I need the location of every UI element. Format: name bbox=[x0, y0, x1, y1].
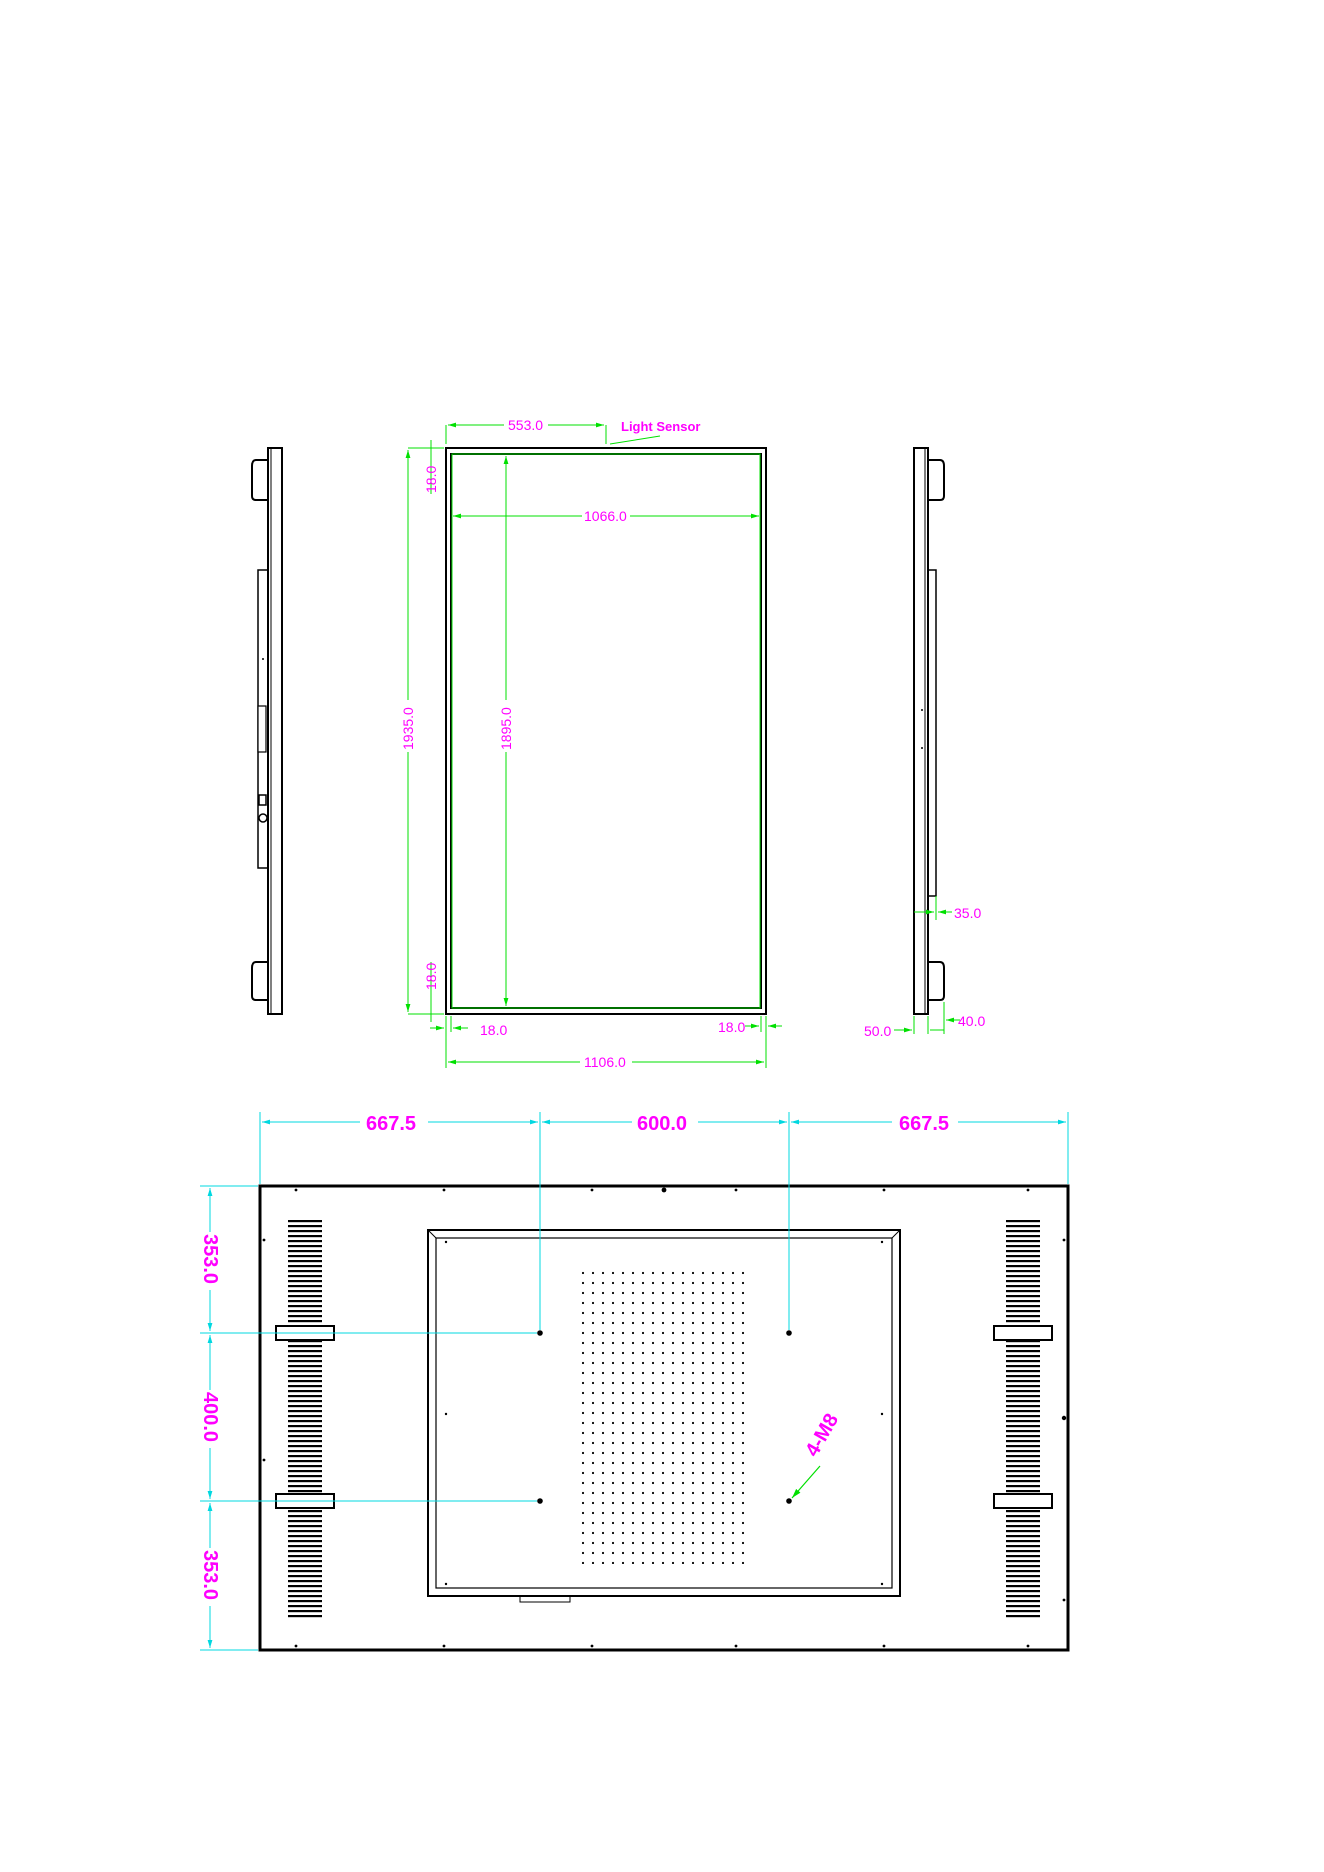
dim-depth-40: 40.0 bbox=[958, 1013, 985, 1029]
dim-overall-height: 1935.0 bbox=[400, 707, 416, 750]
rear-vent-grid bbox=[580, 1270, 748, 1564]
dim-top-margin: 353.0 bbox=[199, 1234, 221, 1284]
dim-active-height: 1895.0 bbox=[498, 707, 514, 750]
dim-vesa-vertical: 400.0 bbox=[199, 1392, 221, 1442]
vesa-hole-top-right bbox=[786, 1330, 792, 1336]
dim-depth-50: 50.0 bbox=[864, 1023, 891, 1039]
screw-label: 4-M8 bbox=[801, 1410, 843, 1460]
right-side-view bbox=[914, 448, 944, 1014]
dim-sensor-offset: 553.0 bbox=[508, 417, 543, 433]
light-sensor-label: Light Sensor bbox=[621, 419, 700, 434]
dim-vesa-horizontal: 600.0 bbox=[637, 1113, 687, 1135]
dim-active-width: 1066.0 bbox=[584, 508, 627, 524]
left-cooling-fins bbox=[288, 1218, 322, 1620]
right-upper-bracket bbox=[994, 1326, 1052, 1340]
vesa-hole-bottom-left bbox=[537, 1498, 543, 1504]
dim-depth-35: 35.0 bbox=[954, 905, 981, 921]
right-lower-bracket bbox=[994, 1494, 1052, 1508]
dim-left-margin: 667.5 bbox=[366, 1113, 416, 1135]
dim-bottom-bezel: 18.0 bbox=[423, 963, 439, 990]
vesa-hole-bottom-right bbox=[786, 1498, 792, 1504]
vesa-hole-top-left bbox=[537, 1330, 543, 1336]
right-cooling-fins bbox=[1006, 1218, 1040, 1620]
dim-left-bezel: 18.0 bbox=[480, 1022, 507, 1038]
dim-bottom-margin: 353.0 bbox=[199, 1550, 221, 1600]
dim-overall-width: 1106.0 bbox=[584, 1054, 626, 1070]
dim-right-bezel: 18.0 bbox=[718, 1019, 745, 1035]
dim-top-bezel: 18.0 bbox=[423, 466, 439, 493]
dim-right-margin: 667.5 bbox=[899, 1113, 949, 1135]
rear-view bbox=[260, 1186, 1068, 1650]
left-side-view bbox=[252, 448, 282, 1014]
